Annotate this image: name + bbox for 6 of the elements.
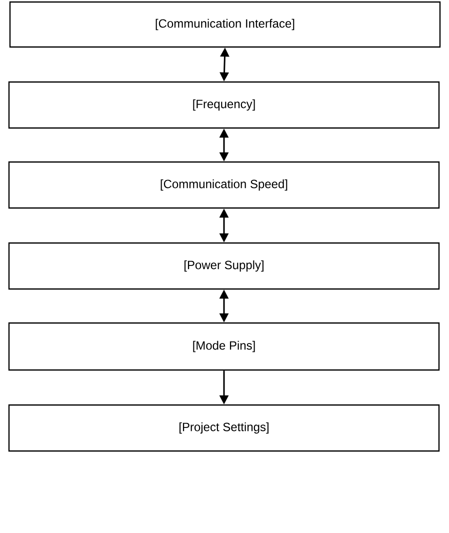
process-box: [Communication Interface] [9,1,441,48]
process-box: [Power Supply] [8,242,440,290]
process-box: [Mode Pins] [8,322,440,371]
process-box: [Project Settings] [8,404,440,452]
process-box: [Frequency] [8,81,440,129]
process-box: [Communication Speed] [8,161,440,209]
